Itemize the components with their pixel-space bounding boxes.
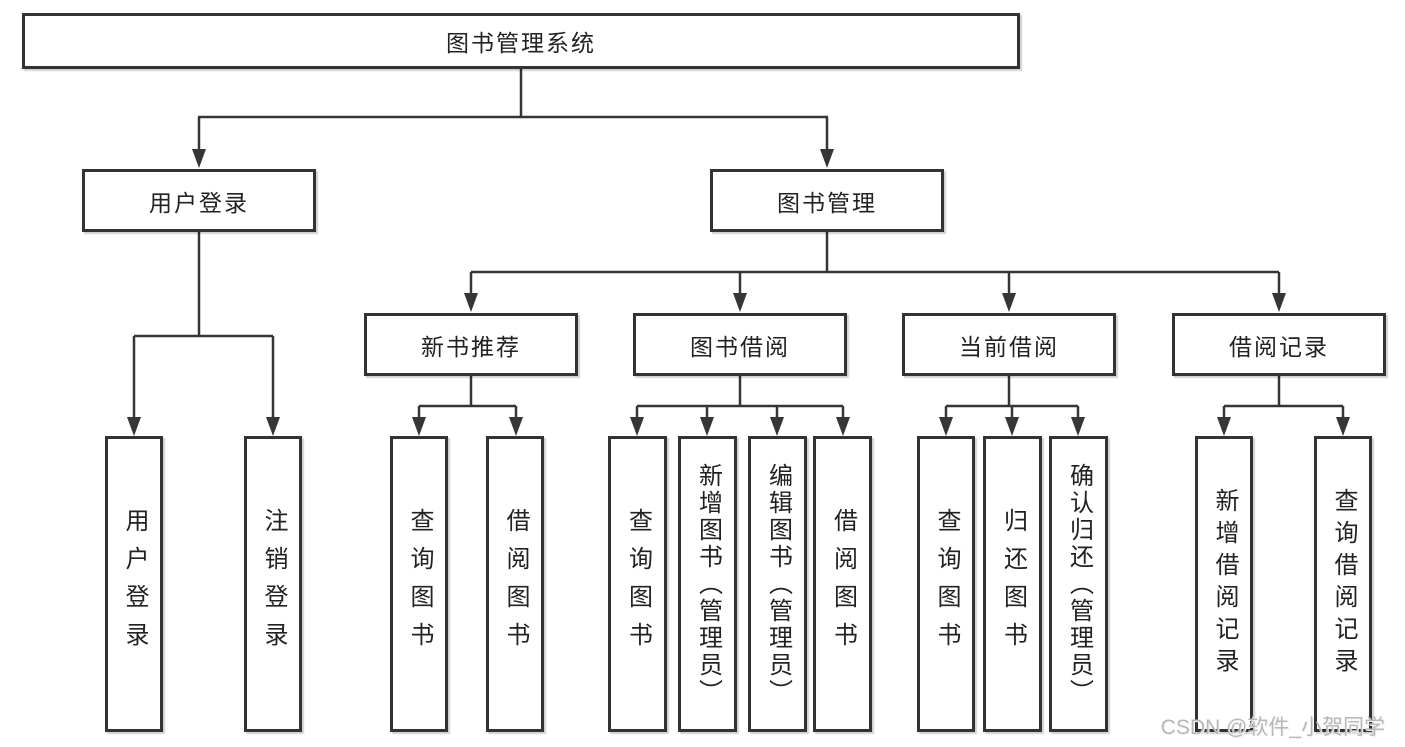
node-label: 图书管理系统 — [446, 30, 596, 56]
connector-book-borrow-branch — [635, 376, 845, 420]
arrow-icon — [412, 417, 426, 436]
node-book-management: 图书管理 — [710, 169, 944, 232]
node-label: 编辑图书（管理员） — [764, 462, 792, 706]
arrow-icon — [700, 417, 714, 436]
arrow-icon — [939, 417, 953, 436]
leaf-current-query-books: 查询图书 — [917, 436, 975, 732]
node-library-management-system: 图书管理系统 — [22, 13, 1020, 69]
leaf-user-login: 用户登录 — [105, 436, 163, 732]
arrow-icon — [820, 149, 834, 168]
node-label: 归还图书 — [999, 508, 1027, 660]
node-label: 借阅记录 — [1229, 333, 1329, 360]
node-label: 新书推荐 — [421, 333, 521, 360]
connector-current-borrow-branch — [944, 376, 1080, 420]
node-label: 用户登录 — [149, 189, 249, 216]
node-current-borrowing: 当前借阅 — [902, 313, 1116, 376]
connector-root-to-level2 — [197, 69, 829, 152]
arrow-icon — [266, 417, 280, 436]
arrow-icon — [1002, 293, 1016, 312]
arrow-icon — [127, 417, 141, 436]
node-label: 查询图书 — [406, 508, 433, 660]
arrow-icon — [192, 149, 206, 168]
arrow-icon — [836, 417, 850, 436]
arrow-icon — [1005, 417, 1019, 436]
connector-paths — [132, 69, 1345, 420]
connector-borrow-record-branch — [1222, 376, 1345, 420]
node-user-login-branch: 用户登录 — [82, 169, 316, 232]
leaf-confirm-return-admin: 确认归还（管理员） — [1049, 436, 1108, 732]
node-new-book-recommendation: 新书推荐 — [364, 313, 578, 376]
leaf-add-books-admin: 新增图书（管理员） — [678, 436, 737, 732]
node-label: 图书管理 — [777, 189, 877, 216]
leaf-add-borrow-record: 新增借阅记录 — [1195, 436, 1253, 732]
leaf-return-books: 归还图书 — [983, 436, 1042, 732]
arrow-icon — [733, 293, 747, 312]
connector-new-book-branch — [417, 376, 518, 420]
arrow-icon — [509, 417, 523, 436]
node-label: 确认归还（管理员） — [1065, 462, 1093, 706]
node-book-borrowing: 图书借阅 — [633, 313, 847, 376]
node-label: 新增借阅记录 — [1211, 488, 1238, 680]
arrowheads — [127, 149, 1350, 436]
connector-book-management-branch — [469, 232, 1281, 296]
arrow-icon — [1217, 417, 1231, 436]
node-borrowing-records: 借阅记录 — [1172, 313, 1386, 376]
node-label: 新增图书（管理员） — [694, 462, 722, 706]
node-label: 查询图书 — [933, 508, 960, 660]
node-label: 借阅图书 — [829, 508, 857, 660]
node-label: 用户登录 — [121, 508, 148, 660]
leaf-borrow-borrow-books: 借阅图书 — [813, 436, 872, 732]
node-label: 注销登录 — [260, 508, 287, 660]
leaf-edit-books-admin: 编辑图书（管理员） — [748, 436, 807, 732]
node-label: 图书借阅 — [690, 333, 790, 360]
arrow-icon — [630, 417, 644, 436]
arrow-icon — [464, 293, 478, 312]
node-label: 查询图书 — [624, 508, 652, 660]
leaf-newrec-borrow-books: 借阅图书 — [486, 436, 544, 732]
arrow-icon — [1071, 417, 1085, 436]
leaf-newrec-query-books: 查询图书 — [390, 436, 448, 732]
arrow-icon — [1336, 417, 1350, 436]
leaf-query-borrow-record: 查询借阅记录 — [1314, 436, 1372, 732]
node-label: 当前借阅 — [959, 333, 1059, 360]
csdn-watermark: CSDN @软件_小贺同学 — [1160, 716, 1385, 739]
leaf-borrow-query-books: 查询图书 — [608, 436, 667, 732]
node-label: 借阅图书 — [502, 508, 529, 660]
leaf-logout: 注销登录 — [244, 436, 302, 732]
node-label: 查询借阅记录 — [1330, 488, 1357, 680]
connector-user-login-branch — [132, 232, 275, 420]
arrow-icon — [1272, 293, 1286, 312]
arrow-icon — [770, 417, 784, 436]
